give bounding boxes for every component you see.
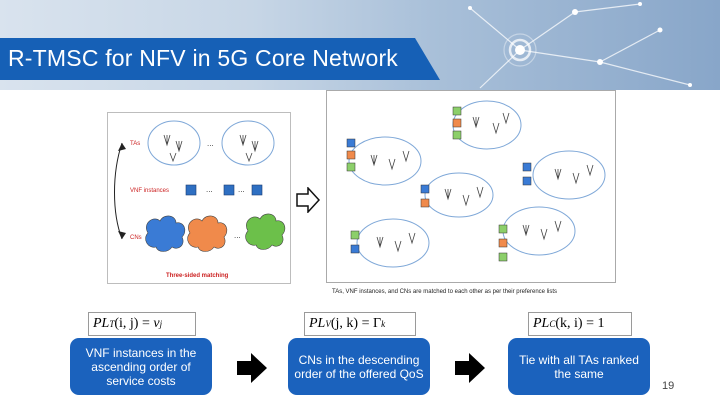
formula-pl-v-rhs: Γ xyxy=(372,316,382,331)
ta-tie-box: Tie with all TAs ranked the same xyxy=(508,338,650,395)
formula-pl-t-args: (i, j) xyxy=(114,316,139,331)
formula-pl-t-sub: T xyxy=(109,319,115,329)
formula-pl-c-args: (k, i) xyxy=(555,316,583,331)
cn-preference-box: CNs in the descending order of the offer… xyxy=(288,338,430,395)
ta-ellipsis: ... xyxy=(207,139,214,148)
cn-ellipsis: ... xyxy=(234,231,241,240)
formula-pl-t-lhs: PL xyxy=(93,316,110,331)
formula-pl-v-lhs: PL xyxy=(309,316,326,331)
tas-label: TAs xyxy=(130,141,141,147)
title-bar xyxy=(0,38,440,80)
formula-pl-t-rhs: v xyxy=(153,316,160,331)
formula-pl-c-lhs: PL xyxy=(533,316,550,331)
matching-result-diagram-icon xyxy=(346,100,606,268)
matching-result-figure xyxy=(326,90,616,283)
vnf-ellipsis-2: ... xyxy=(238,185,245,194)
formula-pl-v-sub: V xyxy=(325,319,331,329)
formula-pl-v-args: (j, k) xyxy=(330,316,359,331)
formula-pl-t-rhs-sub: j xyxy=(159,319,163,329)
three-sided-matching-figure: TAs VNF instances CNs ... ... ... ... Th… xyxy=(107,112,291,284)
formula-pl-v-rhs-sub: k xyxy=(381,319,386,329)
matching-result-caption: TAs, VNF instances, and CNs are matched … xyxy=(332,289,557,295)
arrow-right-outline-icon xyxy=(296,187,320,213)
formula-pl-c-rhs: 1 xyxy=(597,316,605,331)
network-decoration-icon xyxy=(468,2,692,89)
page-title: R-TMSC for NFV in 5G Core Network xyxy=(8,45,398,71)
formula-pl-c-sub: C xyxy=(549,319,556,329)
vnf-ellipsis-1: ... xyxy=(206,185,213,194)
cns-label: CNs xyxy=(130,235,142,241)
arrow-right-icon xyxy=(237,353,267,383)
three-sided-matching-caption: Three-sided matching xyxy=(166,273,229,279)
vnf-preference-box: VNF instances in the ascending order of … xyxy=(70,338,212,395)
page-number: 19 xyxy=(662,380,675,392)
arrow-right-icon xyxy=(455,353,485,383)
matching-diagram-icon xyxy=(114,120,286,252)
vnf-instances-label: VNF instances xyxy=(130,188,170,194)
